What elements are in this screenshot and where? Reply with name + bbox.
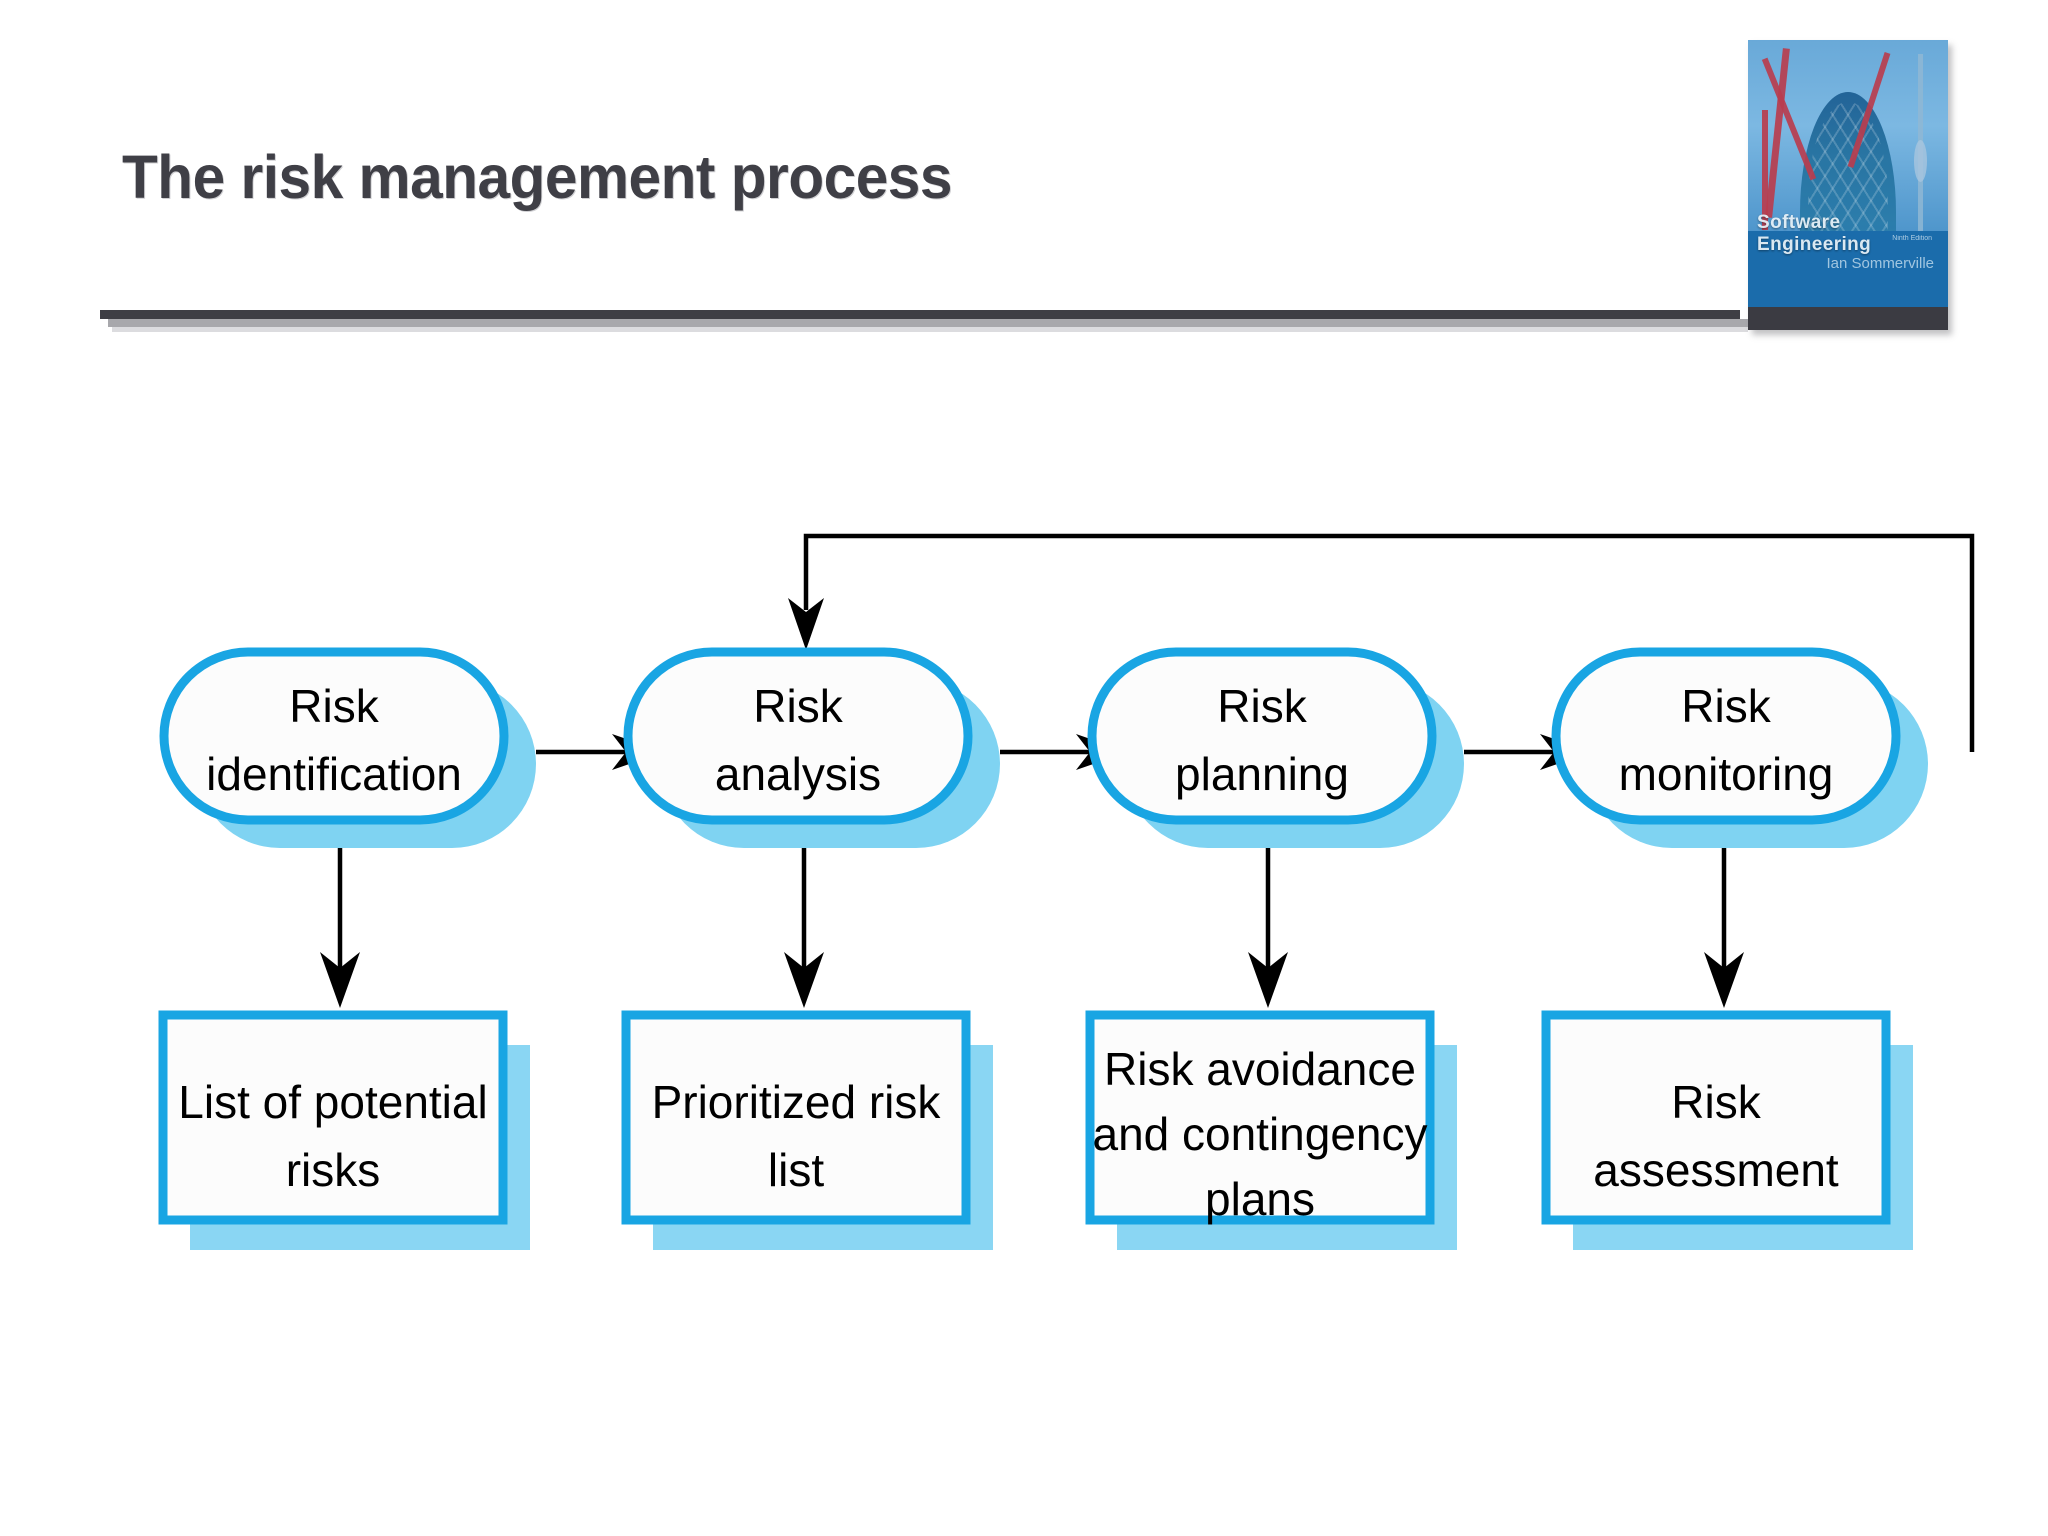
process-step-risk-monitoring[interactable]: Risk monitoring [1551, 647, 1928, 848]
output-list-of-potential-risks[interactable]: List of potential risks [158, 1010, 530, 1250]
connector-analysis-to-output [784, 838, 824, 1008]
book-cover-author: Ian Sommerville [1826, 255, 1934, 273]
output-risk-assessment[interactable]: Risk assessment [1541, 1010, 1913, 1250]
process-step-risk-planning[interactable]: Risk planning [1087, 647, 1464, 848]
output-label: List of potential [178, 1076, 487, 1128]
book-cover-crane-icon [1762, 110, 1768, 230]
title-underline-shadow-soft [112, 327, 1748, 332]
process-step-label: Risk [1681, 680, 1771, 732]
slide-title: The risk management process [122, 143, 952, 211]
output-label: Risk avoidance [1104, 1043, 1416, 1095]
output-label: list [768, 1144, 824, 1196]
process-step-label: Risk [753, 680, 843, 732]
connector-monitoring-to-output [1704, 838, 1744, 1008]
book-cover-title: Software Engineering [1757, 212, 1872, 256]
output-label: Prioritized risk [652, 1076, 942, 1128]
output-prioritized-risk-list[interactable]: Prioritized risk list [621, 1010, 993, 1250]
book-cover-edition: Ninth Edition [1892, 235, 1932, 243]
process-step-label: analysis [715, 748, 881, 800]
title-underline-shadow [108, 319, 1748, 327]
software-engineering-book-cover: Software Engineering Ninth Edition Ian S… [1748, 40, 1948, 330]
output-label: risks [286, 1144, 381, 1196]
process-step-risk-analysis[interactable]: Risk analysis [623, 647, 1000, 848]
title-underline-rule [100, 310, 1740, 319]
book-cover-gherkin-tower-icon [1800, 92, 1896, 252]
output-label: plans [1205, 1173, 1315, 1225]
process-step-label: planning [1175, 748, 1349, 800]
book-cover-mast-node-icon [1914, 140, 1927, 182]
connector-identification-to-output [320, 838, 360, 1008]
process-step-label: Risk [289, 680, 379, 732]
process-step-label: Risk [1217, 680, 1307, 732]
output-label: and contingency [1092, 1108, 1427, 1160]
book-cover-band [1748, 231, 1948, 307]
process-step-label: identification [206, 748, 462, 800]
output-risk-avoidance-and-contingency-plans[interactable]: Risk avoidance and contingency plans [1085, 1010, 1457, 1250]
connector-planning-to-output [1248, 838, 1288, 1008]
output-label: Risk [1671, 1076, 1761, 1128]
output-label: assessment [1593, 1144, 1839, 1196]
feedback-loop-connector [788, 533, 1975, 752]
process-step-label: monitoring [1619, 748, 1834, 800]
process-step-risk-identification[interactable]: Risk identification [159, 647, 536, 848]
book-cover-footer-band [1748, 306, 1948, 330]
